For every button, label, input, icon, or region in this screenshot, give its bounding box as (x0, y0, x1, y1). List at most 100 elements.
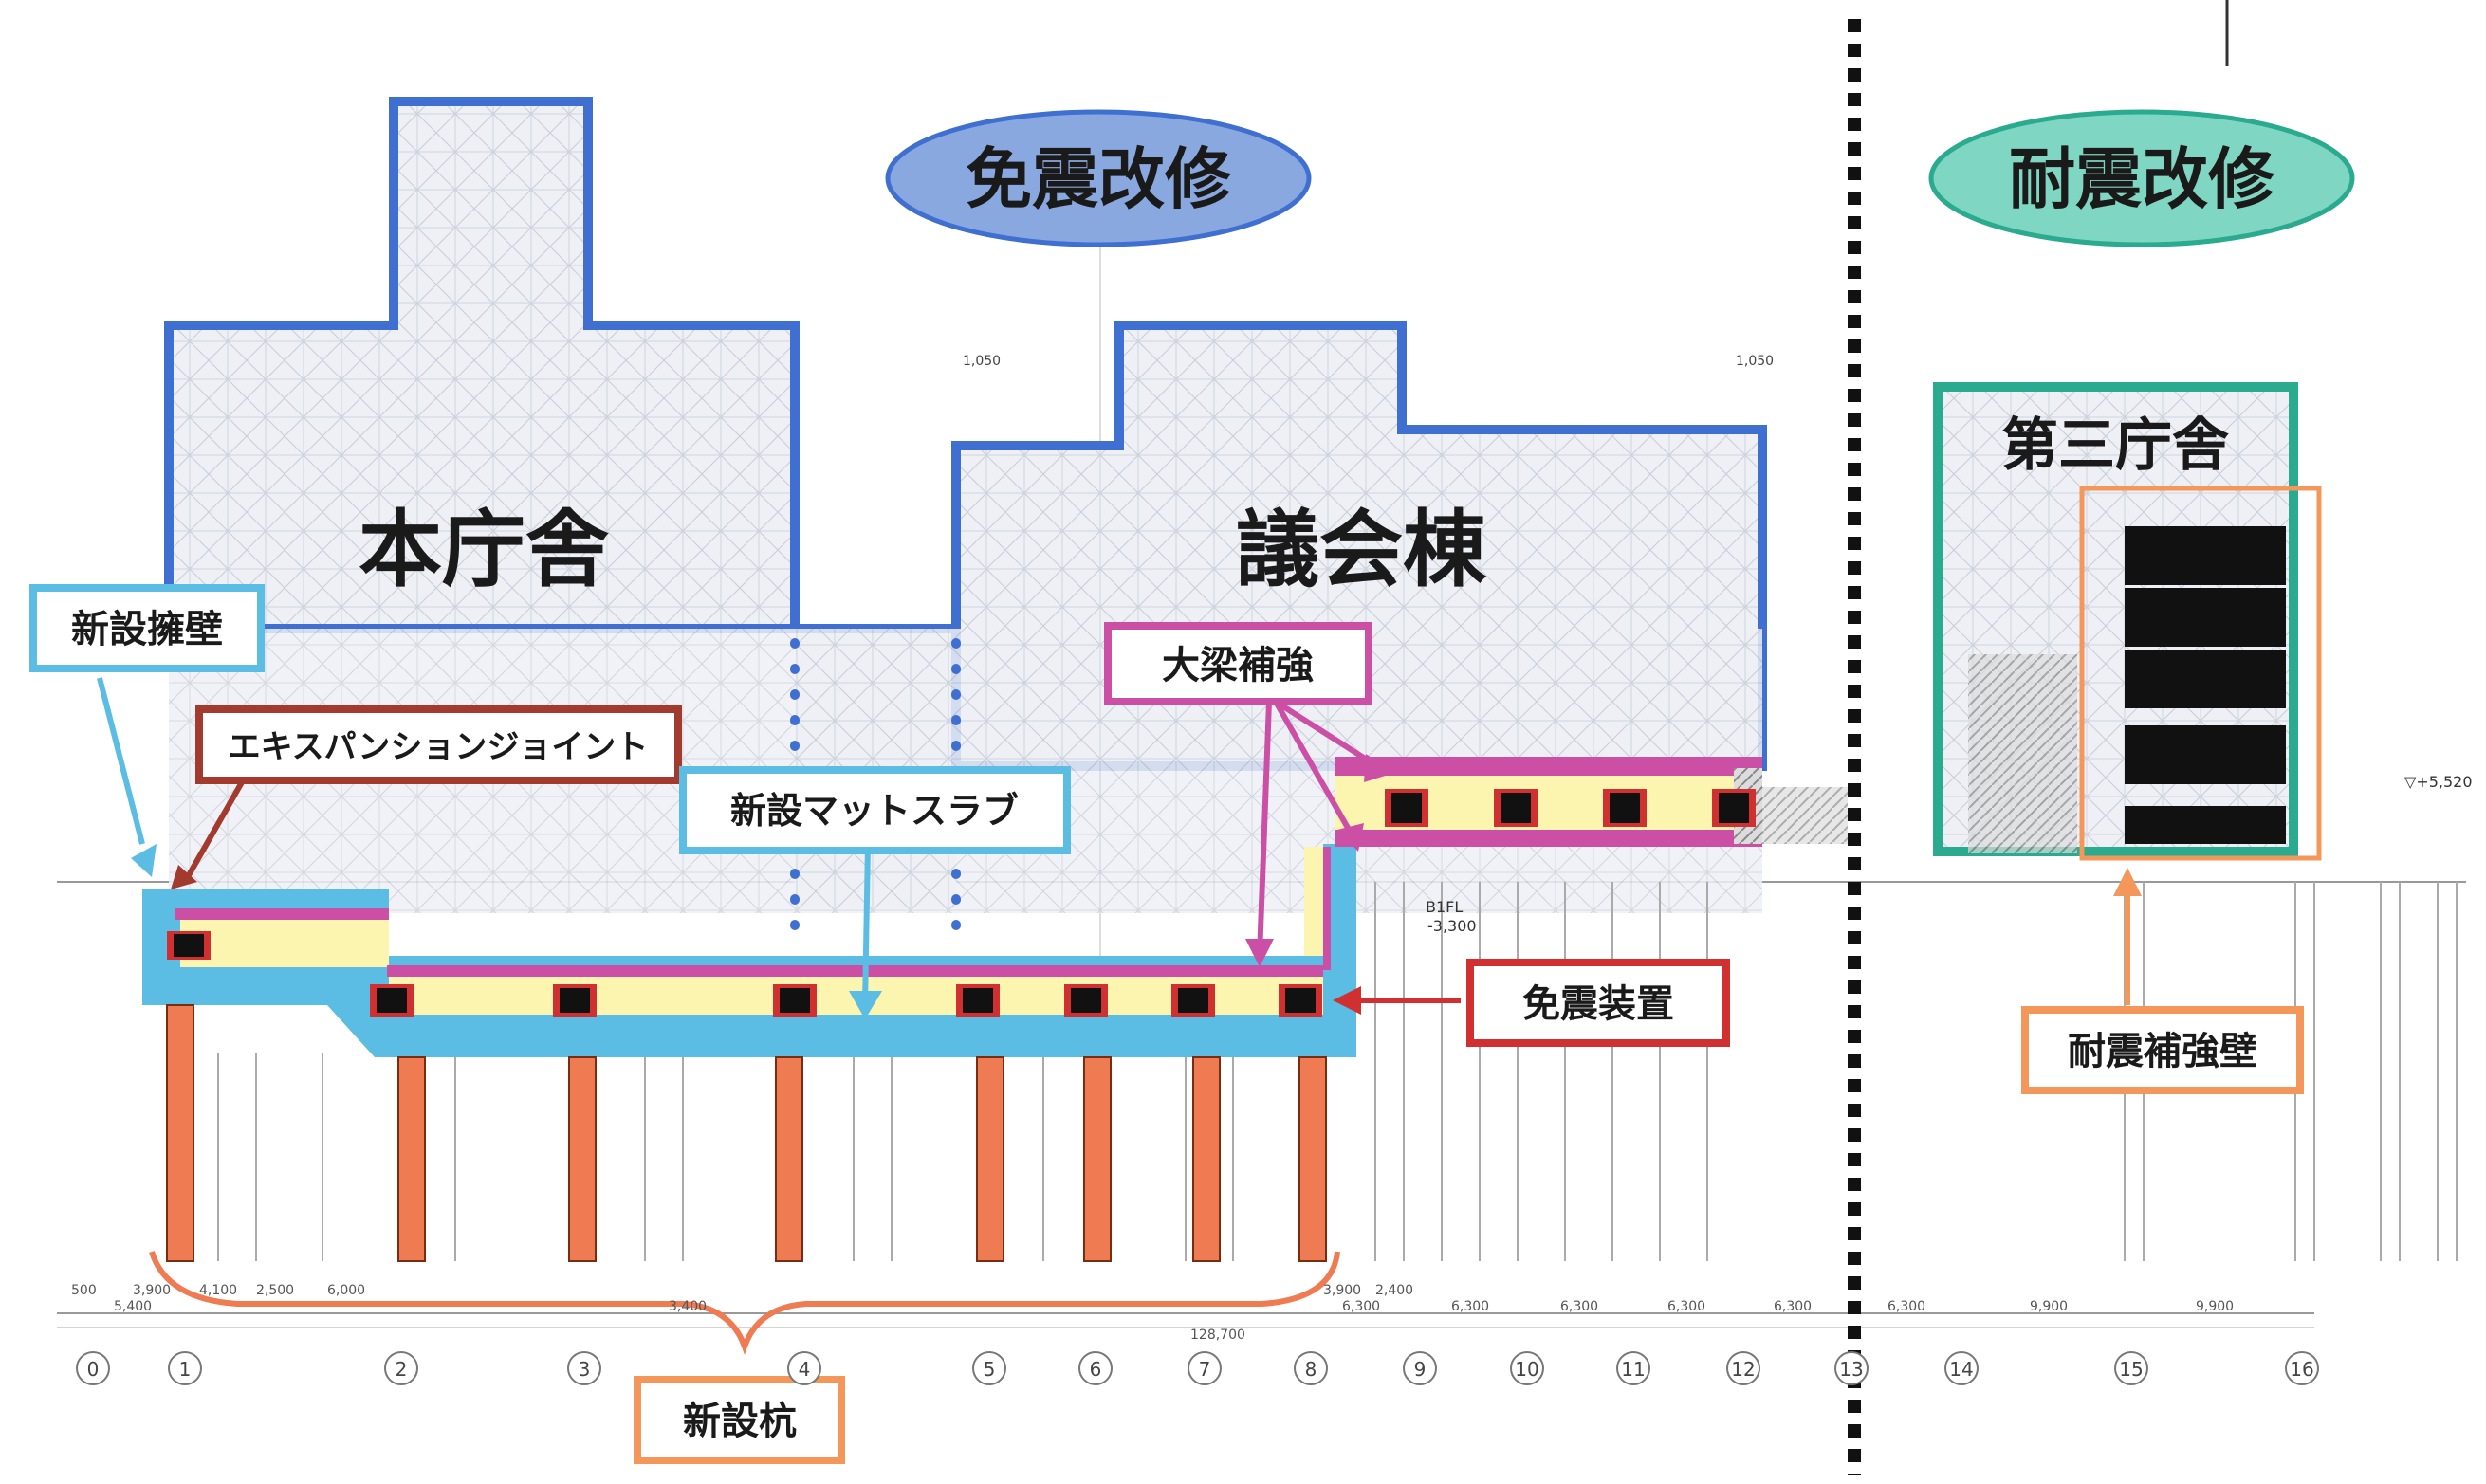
axis-circle (2285, 1351, 2319, 1385)
axis-marker: 6 (1078, 1351, 1113, 1385)
dim-label: 2,400 (1375, 1283, 1413, 1298)
axis-circle (1078, 1351, 1113, 1385)
axis-circle (1188, 1351, 1222, 1385)
dim-side-right: 1,050 (1736, 354, 1774, 369)
dim-side-top: 1,050 (963, 354, 1001, 369)
callout-retaining-wall: 新設擁壁 (29, 584, 265, 672)
axis-circle (567, 1351, 601, 1385)
axis-label: 8 (1305, 1358, 1317, 1381)
axis-circle (1510, 1351, 1544, 1385)
dim-label: 6,300 (1888, 1299, 1925, 1314)
axis-circle (1616, 1351, 1650, 1385)
axis-circle (787, 1351, 821, 1385)
axis-marker: 14 (1944, 1351, 1979, 1385)
axis-circle (1944, 1351, 1979, 1385)
axis-circle (1834, 1351, 1869, 1385)
dim-label: 5,400 (114, 1299, 152, 1314)
axis-marker: 7 (1188, 1351, 1222, 1385)
axis-marker: 10 (1510, 1351, 1544, 1385)
isolator-label: 免震装置 (1522, 982, 1674, 1026)
b1fl-label: B1FL (1426, 898, 1463, 916)
axis-marker: 12 (1726, 1351, 1760, 1385)
callout-mat-slab: 新設マットスラブ (679, 766, 1071, 854)
axis-circle (168, 1351, 202, 1385)
seismic-retrofit-header: 耐震改修 (1928, 109, 2355, 247)
assembly-building-label: 議会棟 (1236, 501, 1487, 598)
seismic-isolation-header: 免震改修 (885, 109, 1312, 247)
girder-reinforcement (1335, 757, 1848, 847)
expansion-joint-label: エキスパンションジョイント (229, 728, 649, 766)
axis-marker: 0 (76, 1351, 110, 1385)
dim-label: 6,300 (1560, 1299, 1598, 1314)
dim-label: 6,300 (1451, 1299, 1489, 1314)
axis-label: 5 (984, 1358, 996, 1381)
new-piles (166, 1004, 1327, 1262)
dim-label: 6,000 (327, 1283, 365, 1298)
gl-right-label: ▽+5,520 (2404, 773, 2473, 791)
axis-circle (1726, 1351, 1760, 1385)
shear-wall-label: 耐震補強壁 (2068, 1030, 2257, 1073)
mat-slab-label: 新設マットスラブ (730, 790, 1019, 832)
main-building-label: 本庁舎 (359, 501, 609, 598)
girder-label: 大梁補強 (1162, 644, 1314, 687)
axis-label: 1 (179, 1358, 192, 1381)
axis-label: 4 (799, 1358, 811, 1381)
pile-brace (149, 1251, 1340, 1355)
dim-label: 3,400 (669, 1299, 707, 1314)
dim-label: 6,300 (1774, 1299, 1812, 1314)
dim-label: 6,300 (1342, 1299, 1380, 1314)
axis-label: 13 (1839, 1358, 1863, 1381)
axis-marker: 9 (1403, 1351, 1437, 1385)
axis-circle (2114, 1351, 2148, 1385)
axis-marker: 3 (567, 1351, 601, 1385)
callout-girder: 大梁補強 (1104, 622, 1372, 705)
axis-marker: 5 (972, 1351, 1006, 1385)
axis-marker: 2 (384, 1351, 418, 1385)
retaining-wall-label: 新設擁壁 (71, 608, 223, 651)
axis-marker: 1 (168, 1351, 202, 1385)
dim-label: 3,900 (133, 1283, 171, 1298)
seismic-retrofit-text: 耐震改修 (2009, 140, 2275, 218)
existing-piles (217, 882, 2458, 1261)
third-building-label: 第三庁舎 (2001, 412, 2229, 479)
dim-label: 3,900 (1323, 1283, 1361, 1298)
dim-label: 500 (71, 1283, 97, 1298)
axis-circle (76, 1351, 110, 1385)
axis-label: 9 (1414, 1358, 1427, 1381)
dim-label: 4,100 (199, 1283, 237, 1298)
axis-marker: 4 (787, 1351, 821, 1385)
axis-label: 15 (2119, 1358, 2143, 1381)
axis-label: 0 (87, 1358, 100, 1381)
axis-label: 3 (579, 1358, 591, 1381)
axis-label: 11 (1621, 1358, 1645, 1381)
axis-label: 6 (1090, 1358, 1102, 1381)
axis-circle (384, 1351, 418, 1385)
callout-piles: 新設杭 (634, 1376, 845, 1464)
callout-expansion-joint: エキスパンションジョイント (195, 705, 682, 784)
axis-marker: 16 (2285, 1351, 2319, 1385)
axis-label: 10 (1515, 1358, 1538, 1381)
axis-label: 2 (396, 1358, 408, 1381)
piles-label: 新設杭 (683, 1400, 797, 1443)
callout-arrows (97, 677, 2142, 1019)
axis-label: 7 (1199, 1358, 1211, 1381)
axis-label: 14 (1949, 1358, 1973, 1381)
dim-label: 6,300 (1667, 1299, 1705, 1314)
seismic-isolation-text: 免震改修 (966, 140, 1232, 218)
dim-label: 9,900 (2196, 1299, 2234, 1314)
axis-circle (1403, 1351, 1437, 1385)
callout-isolator: 免震装置 (1466, 959, 1730, 1047)
dim-label: 9,900 (2030, 1299, 2068, 1314)
axis-circle (972, 1351, 1006, 1385)
dim-label: 2,500 (256, 1283, 294, 1298)
axis-label: 16 (2290, 1358, 2313, 1381)
axis-label: 12 (1731, 1358, 1755, 1381)
axis-marker: 11 (1616, 1351, 1650, 1385)
axis-circle (1294, 1351, 1328, 1385)
shear-walls (2079, 486, 2322, 861)
callout-shear-wall: 耐震補強壁 (2021, 1006, 2304, 1094)
axis-marker: 13 (1834, 1351, 1869, 1385)
